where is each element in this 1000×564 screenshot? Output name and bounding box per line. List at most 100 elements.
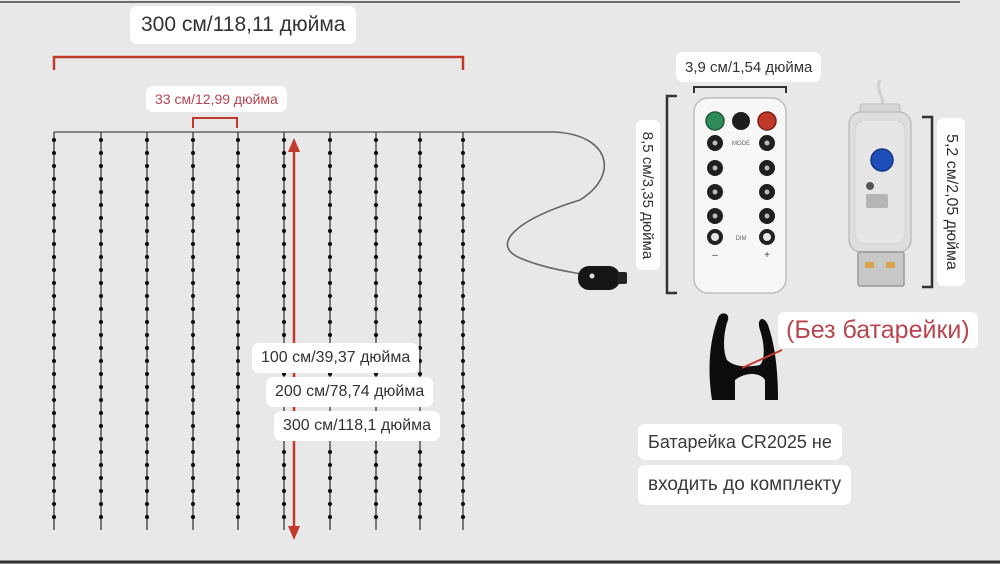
led-bulb	[327, 319, 333, 325]
led-bulb	[327, 267, 333, 273]
led-bulb	[51, 475, 57, 481]
led-bulb	[460, 384, 466, 390]
led-bulb	[281, 332, 287, 338]
remote-button-dot	[712, 189, 718, 195]
remote-button-dot	[712, 165, 718, 171]
remote-button-dot	[764, 165, 770, 171]
led-bulb	[51, 137, 57, 143]
led-bulb	[235, 488, 241, 494]
led-bulb	[460, 475, 466, 481]
led-bulb	[98, 267, 104, 273]
usb-height-label: 5,2 см/2,05 дюйма	[937, 118, 965, 286]
total-width-bracket	[52, 55, 465, 70]
led-bulb	[281, 501, 287, 507]
led-bulb	[281, 215, 287, 221]
remote-button-dot	[712, 213, 718, 219]
led-bulb	[460, 501, 466, 507]
led-bulb	[460, 228, 466, 234]
led-bulb	[144, 475, 150, 481]
no-battery-label: (Без батарейки)	[778, 312, 978, 348]
led-bulb	[373, 254, 379, 260]
led-bulb	[460, 436, 466, 442]
led-bulb	[98, 449, 104, 455]
led-bulb	[144, 176, 150, 182]
led-bulb	[235, 475, 241, 481]
led-bulb	[144, 241, 150, 247]
remote-width-label: 3,9 см/1,54 дюйма	[676, 52, 822, 82]
led-bulb	[98, 371, 104, 377]
led-bulb	[190, 189, 196, 195]
led-bulb	[235, 436, 241, 442]
led-bulb	[51, 150, 57, 156]
led-bulb	[460, 189, 466, 195]
led-bulb	[98, 228, 104, 234]
led-bulb	[235, 397, 241, 403]
led-bulb	[98, 306, 104, 312]
led-bulb	[98, 475, 104, 481]
led-bulb	[190, 150, 196, 156]
led-bulb	[373, 267, 379, 273]
led-bulb	[327, 306, 333, 312]
led-bulb	[98, 176, 104, 182]
led-bulb	[98, 384, 104, 390]
led-bulb	[327, 488, 333, 494]
led-bulb	[190, 462, 196, 468]
led-bulb	[98, 293, 104, 299]
led-bulb	[417, 254, 423, 260]
led-bulb	[235, 254, 241, 260]
led-bulb	[460, 241, 466, 247]
led-bulb	[235, 215, 241, 221]
led-bulb	[281, 488, 287, 494]
led-bulb	[460, 137, 466, 143]
remote-button-dot	[764, 189, 770, 195]
remote-mode-label: MODE	[732, 141, 750, 147]
led-bulb	[144, 423, 150, 429]
led-bulb	[190, 371, 196, 377]
led-bulb	[144, 202, 150, 208]
led-bulb	[327, 501, 333, 507]
led-bulb	[460, 267, 466, 273]
led-bulb	[460, 488, 466, 494]
led-bulb	[373, 319, 379, 325]
led-bulb	[460, 293, 466, 299]
led-bulb	[51, 449, 57, 455]
led-bulb	[190, 319, 196, 325]
usb-controller	[848, 79, 912, 287]
led-bulb	[51, 267, 57, 273]
remote-height-label: 8,5 см/3,35 дюйма	[636, 120, 660, 270]
led-bulb	[460, 332, 466, 338]
led-bulb	[98, 150, 104, 156]
led-bulb	[51, 306, 57, 312]
led-bulb	[281, 163, 287, 169]
led-bulb	[144, 397, 150, 403]
led-bulb	[373, 462, 379, 468]
led-bulb	[98, 137, 104, 143]
led-bulb	[144, 163, 150, 169]
led-bulb	[190, 267, 196, 273]
led-bulb	[373, 475, 379, 481]
led-bulb	[327, 189, 333, 195]
led-bulb	[417, 306, 423, 312]
led-bulb	[281, 137, 287, 143]
led-bulb	[98, 423, 104, 429]
led-bulb	[373, 514, 379, 520]
remote-control: MODE DIM – +	[693, 97, 787, 294]
led-bulb	[460, 514, 466, 520]
led-bulb	[235, 345, 241, 351]
led-bulb	[235, 371, 241, 377]
led-bulb	[327, 176, 333, 182]
led-bulb	[417, 137, 423, 143]
led-bulb	[327, 241, 333, 247]
remote-button-red	[757, 111, 777, 131]
led-bulb	[98, 189, 104, 195]
led-bulb	[144, 436, 150, 442]
led-bulb	[190, 345, 196, 351]
led-bulb	[98, 241, 104, 247]
led-bulb	[281, 228, 287, 234]
led-bulb	[144, 319, 150, 325]
led-bulb	[144, 137, 150, 143]
led-bulb	[373, 189, 379, 195]
length-200-label: 200 см/78,74 дюйма	[266, 377, 434, 407]
led-bulb	[144, 488, 150, 494]
led-bulb	[460, 397, 466, 403]
